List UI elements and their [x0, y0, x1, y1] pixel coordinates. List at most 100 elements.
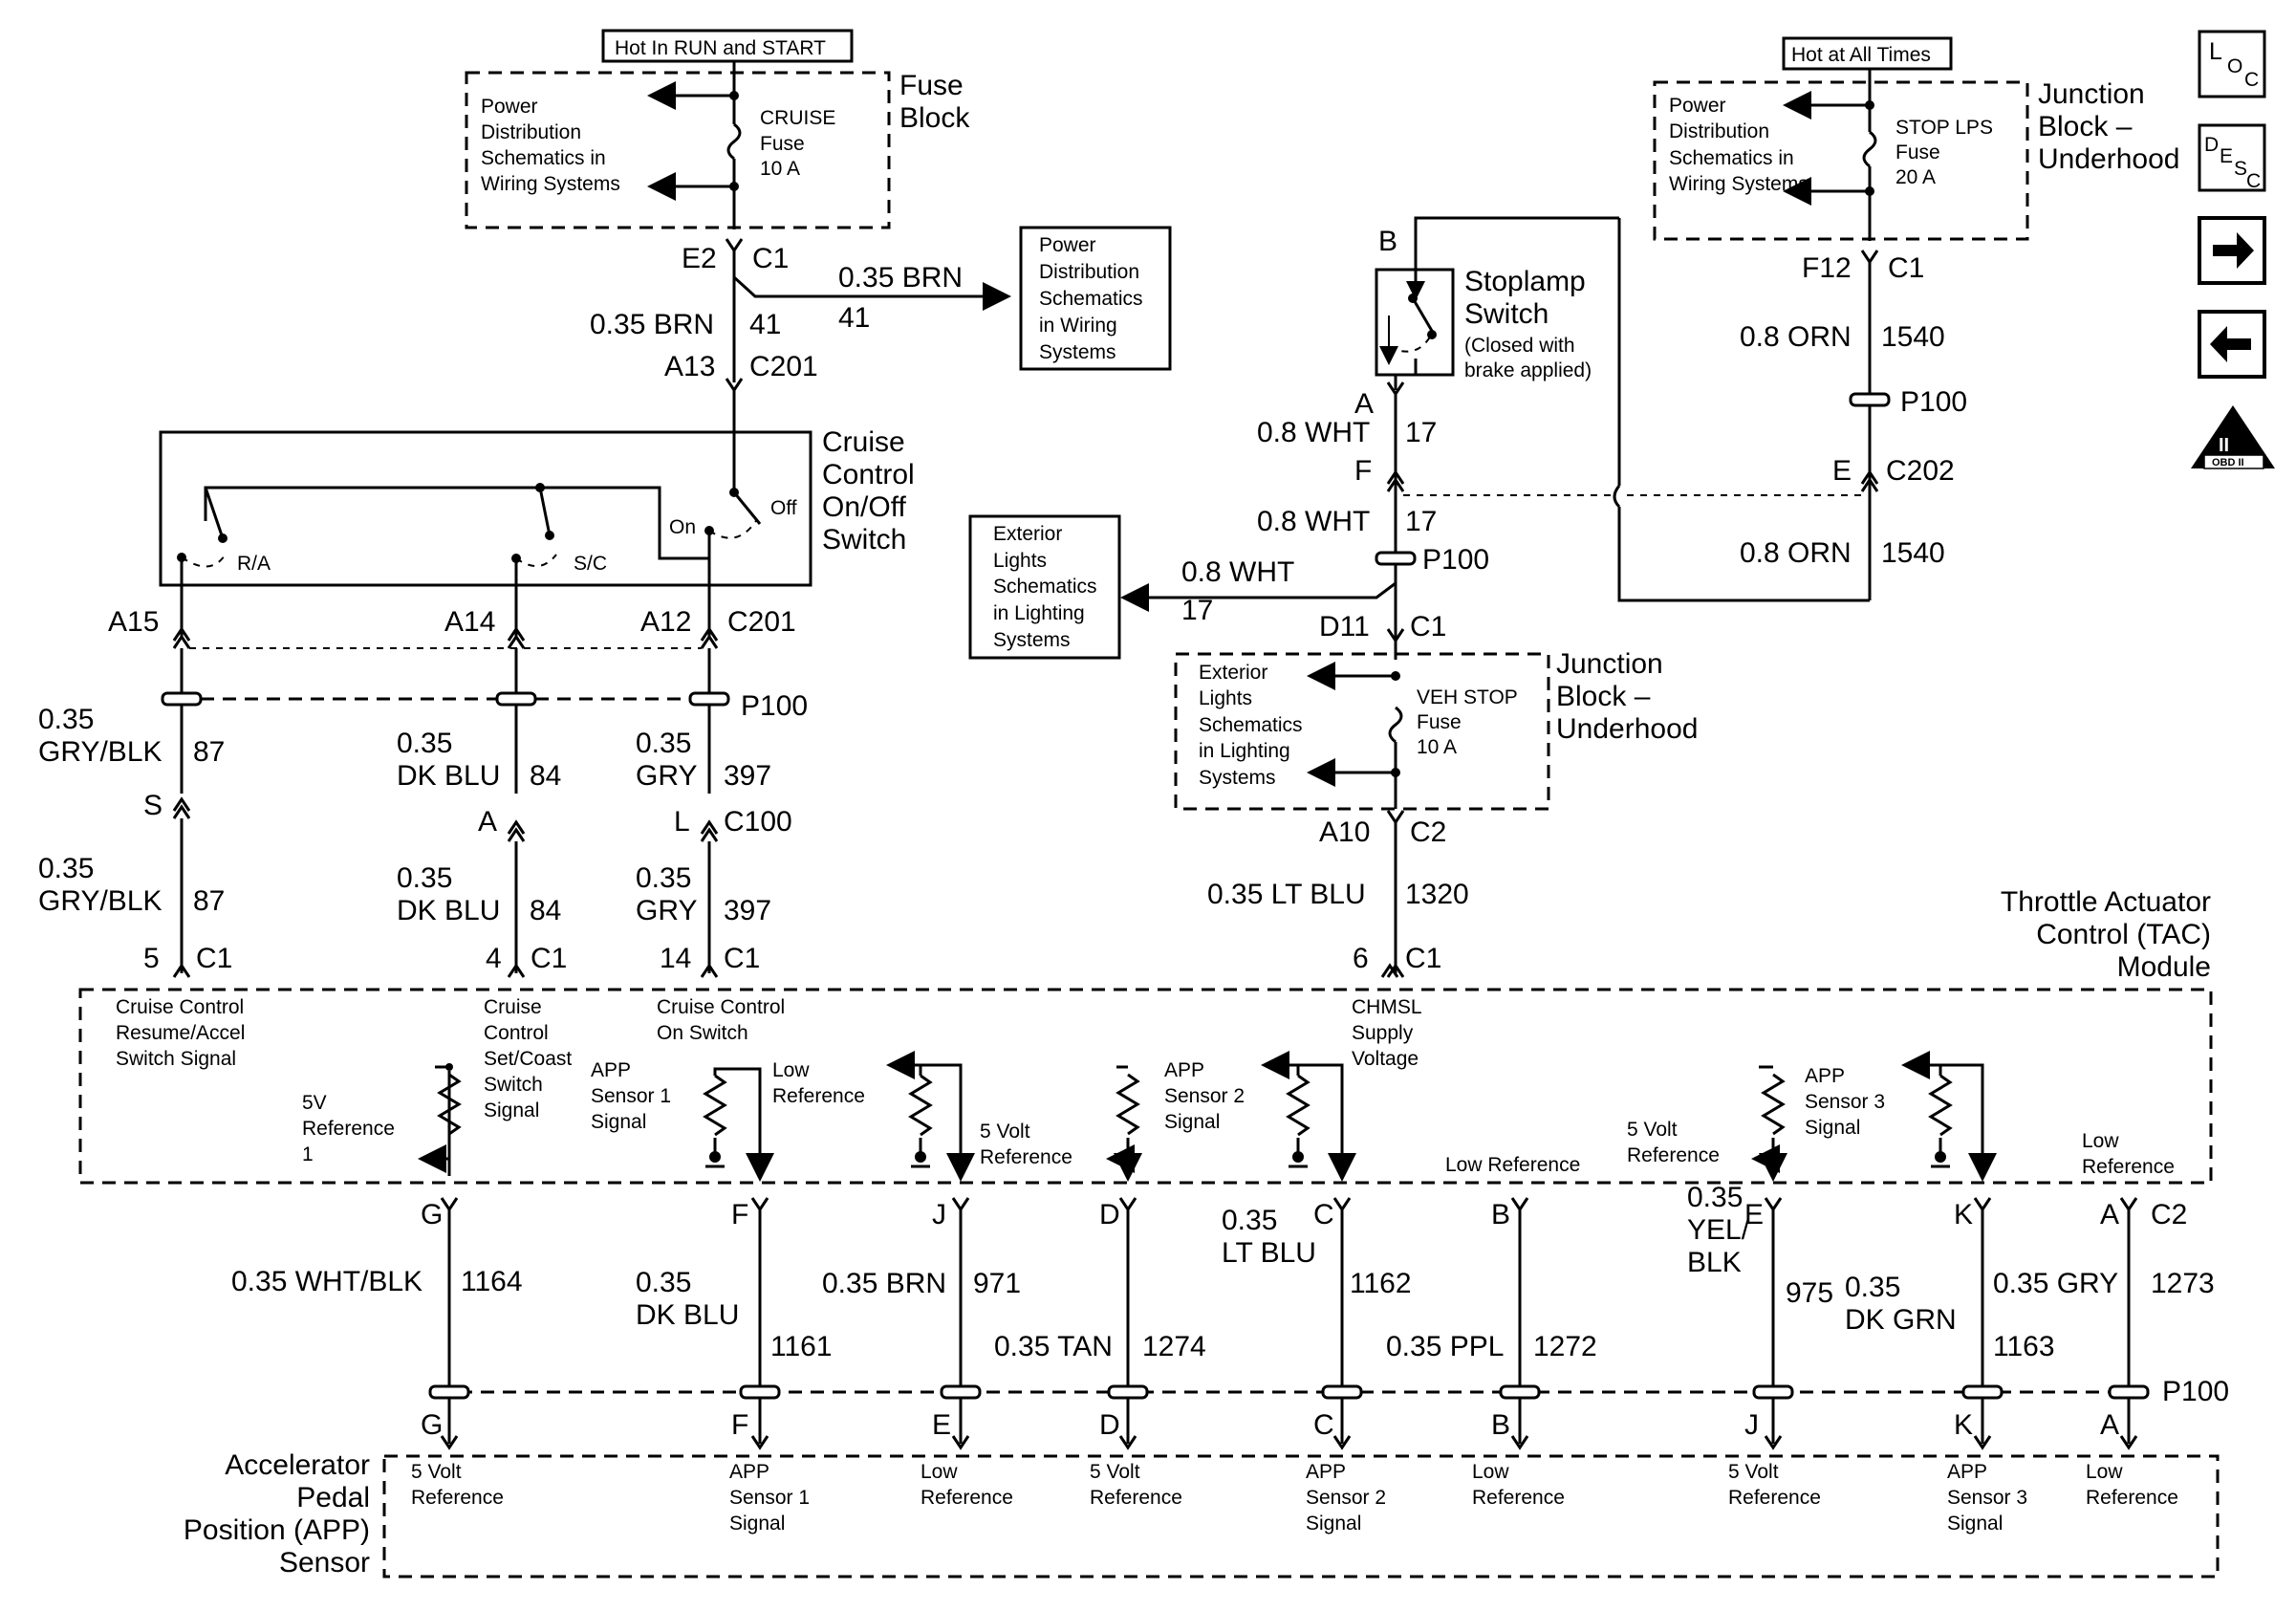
connector-f-c202: F	[1354, 455, 1862, 496]
svg-text:D11: D11	[1319, 611, 1370, 642]
wire-size-label: 0.35	[1222, 1205, 1277, 1236]
svg-text:Distribution: Distribution	[481, 121, 581, 143]
pin-label: G	[421, 1409, 443, 1441]
svg-text:1: 1	[302, 1143, 314, 1165]
svg-text:C201: C201	[749, 351, 818, 382]
svg-text:0.8 ORN: 0.8 ORN	[1740, 321, 1852, 353]
connector-f12-c1: F12 C1	[1802, 250, 1924, 284]
svg-text:VEH STOP: VEH STOP	[1417, 686, 1518, 708]
svg-text:Switch Signal: Switch Signal	[116, 1048, 236, 1070]
connector-e-c202: E C202	[1832, 455, 1955, 492]
desc-icon[interactable]: D E S C	[2198, 123, 2266, 192]
svg-text:DK BLU: DK BLU	[397, 895, 500, 926]
svg-text:in Lighting: in Lighting	[1199, 740, 1290, 762]
svg-text:Control (TAC): Control (TAC)	[2036, 919, 2211, 950]
svg-text:87: 87	[193, 736, 225, 768]
app-sensor-label: APP	[1947, 1461, 1987, 1483]
svg-text:A: A	[478, 806, 497, 838]
app-sensor-label: Sensor 1	[729, 1487, 810, 1509]
svg-text:F: F	[1354, 455, 1372, 487]
wire-size-label: BLK	[1687, 1247, 1742, 1278]
svg-text:Switch: Switch	[484, 1074, 543, 1096]
svg-text:Distribution: Distribution	[1039, 261, 1139, 283]
pin-label: E	[1744, 1199, 1764, 1230]
connector-tac-c1: 5 C1 4 C1 14 C1 6 C1	[143, 943, 1441, 978]
svg-text:B: B	[1378, 226, 1397, 257]
app-sensor-label: APP	[729, 1461, 769, 1483]
svg-text:Underhood: Underhood	[1556, 713, 1698, 745]
svg-text:5V: 5V	[302, 1092, 327, 1114]
svg-text:C202: C202	[1886, 455, 1955, 487]
svg-text:Schematics in: Schematics in	[481, 147, 606, 169]
svg-text:Power: Power	[481, 96, 538, 118]
svg-text:in Wiring: in Wiring	[1039, 315, 1117, 337]
loc-icon[interactable]: L O C	[2198, 30, 2266, 98]
svg-text:Systems: Systems	[1039, 341, 1116, 363]
wire-size-label: 0.35	[1687, 1182, 1743, 1213]
pin-label: F	[731, 1409, 748, 1441]
svg-text:Power: Power	[1039, 234, 1096, 256]
svg-text:0.35: 0.35	[636, 728, 691, 759]
svg-text:Junction: Junction	[2038, 78, 2145, 110]
svg-text:Signal: Signal	[591, 1111, 646, 1133]
svg-text:C1: C1	[724, 943, 760, 974]
wire-size-label: 0.35 PPL	[1386, 1331, 1504, 1362]
svg-text:5: 5	[143, 943, 160, 974]
next-page-arrow-icon[interactable]	[2198, 216, 2266, 285]
app-sensor-label: APP	[1306, 1461, 1346, 1483]
svg-text:Power: Power	[1669, 95, 1726, 117]
internal-circuits	[418, 1051, 1997, 1182]
svg-text:GRY: GRY	[636, 895, 697, 926]
pin-label: D	[1099, 1199, 1120, 1230]
cruise-control-switch: Cruise Control On/Off Switch R/A S/C On …	[159, 426, 915, 587]
svg-text:OBD II: OBD II	[2212, 457, 2244, 468]
svg-text:S: S	[143, 790, 162, 821]
svg-text:On/Off: On/Off	[822, 491, 906, 523]
svg-text:1540: 1540	[1881, 321, 1945, 353]
svg-text:Hot at All Times: Hot at All Times	[1791, 44, 1931, 66]
svg-text:Low: Low	[772, 1059, 810, 1081]
svg-text:C1: C1	[531, 943, 567, 974]
svg-text:397: 397	[724, 760, 771, 792]
svg-text:Schematics: Schematics	[993, 576, 1097, 598]
svg-text:0.35: 0.35	[397, 862, 452, 894]
svg-text:Junction: Junction	[1556, 648, 1663, 680]
app-sensor-label: Low	[921, 1461, 958, 1483]
previous-page-arrow-icon[interactable]	[2198, 310, 2266, 379]
wire-size-label: 0.35 BRN	[822, 1268, 946, 1299]
fuse-block: Hot In RUN and START Fuse Block Power Di…	[465, 29, 970, 229]
svg-text:Pedal: Pedal	[296, 1482, 370, 1513]
svg-text:A13: A13	[664, 351, 715, 382]
svg-text:P100: P100	[741, 690, 808, 722]
svg-text:1320: 1320	[1405, 879, 1469, 910]
pin-label: C	[1313, 1199, 1334, 1230]
svg-text:Wiring Systems: Wiring Systems	[481, 173, 620, 195]
svg-text:17: 17	[1405, 417, 1437, 448]
pin-label: C	[1313, 1409, 1334, 1441]
obd-ii-icon[interactable]: II OBD II	[2191, 405, 2275, 469]
pin-label: K	[1954, 1409, 1973, 1441]
svg-text:10 A: 10 A	[760, 158, 800, 180]
svg-text:Throttle Actuator: Throttle Actuator	[2001, 886, 2211, 918]
svg-text:APP: APP	[591, 1059, 631, 1081]
svg-text:Systems: Systems	[993, 629, 1071, 651]
app-sensor-label: Signal	[1306, 1513, 1361, 1535]
svg-text:GRY: GRY	[636, 760, 697, 792]
svg-text:Switch: Switch	[822, 524, 906, 555]
svg-text:41: 41	[749, 309, 781, 340]
wire-size-label: 0.35	[636, 1267, 691, 1298]
circuit-number-label: 971	[973, 1268, 1021, 1299]
wire-size-label: YEL/	[1687, 1214, 1750, 1246]
splice-p100-upper: P100	[161, 690, 808, 722]
circuit-number-label: 975	[1786, 1277, 1833, 1309]
svg-text:Accelerator: Accelerator	[225, 1449, 370, 1481]
svg-text:L: L	[2209, 38, 2222, 65]
svg-text:Position (APP): Position (APP)	[184, 1514, 370, 1546]
svg-text:D: D	[2204, 134, 2219, 156]
svg-text:5 Volt: 5 Volt	[980, 1121, 1030, 1143]
